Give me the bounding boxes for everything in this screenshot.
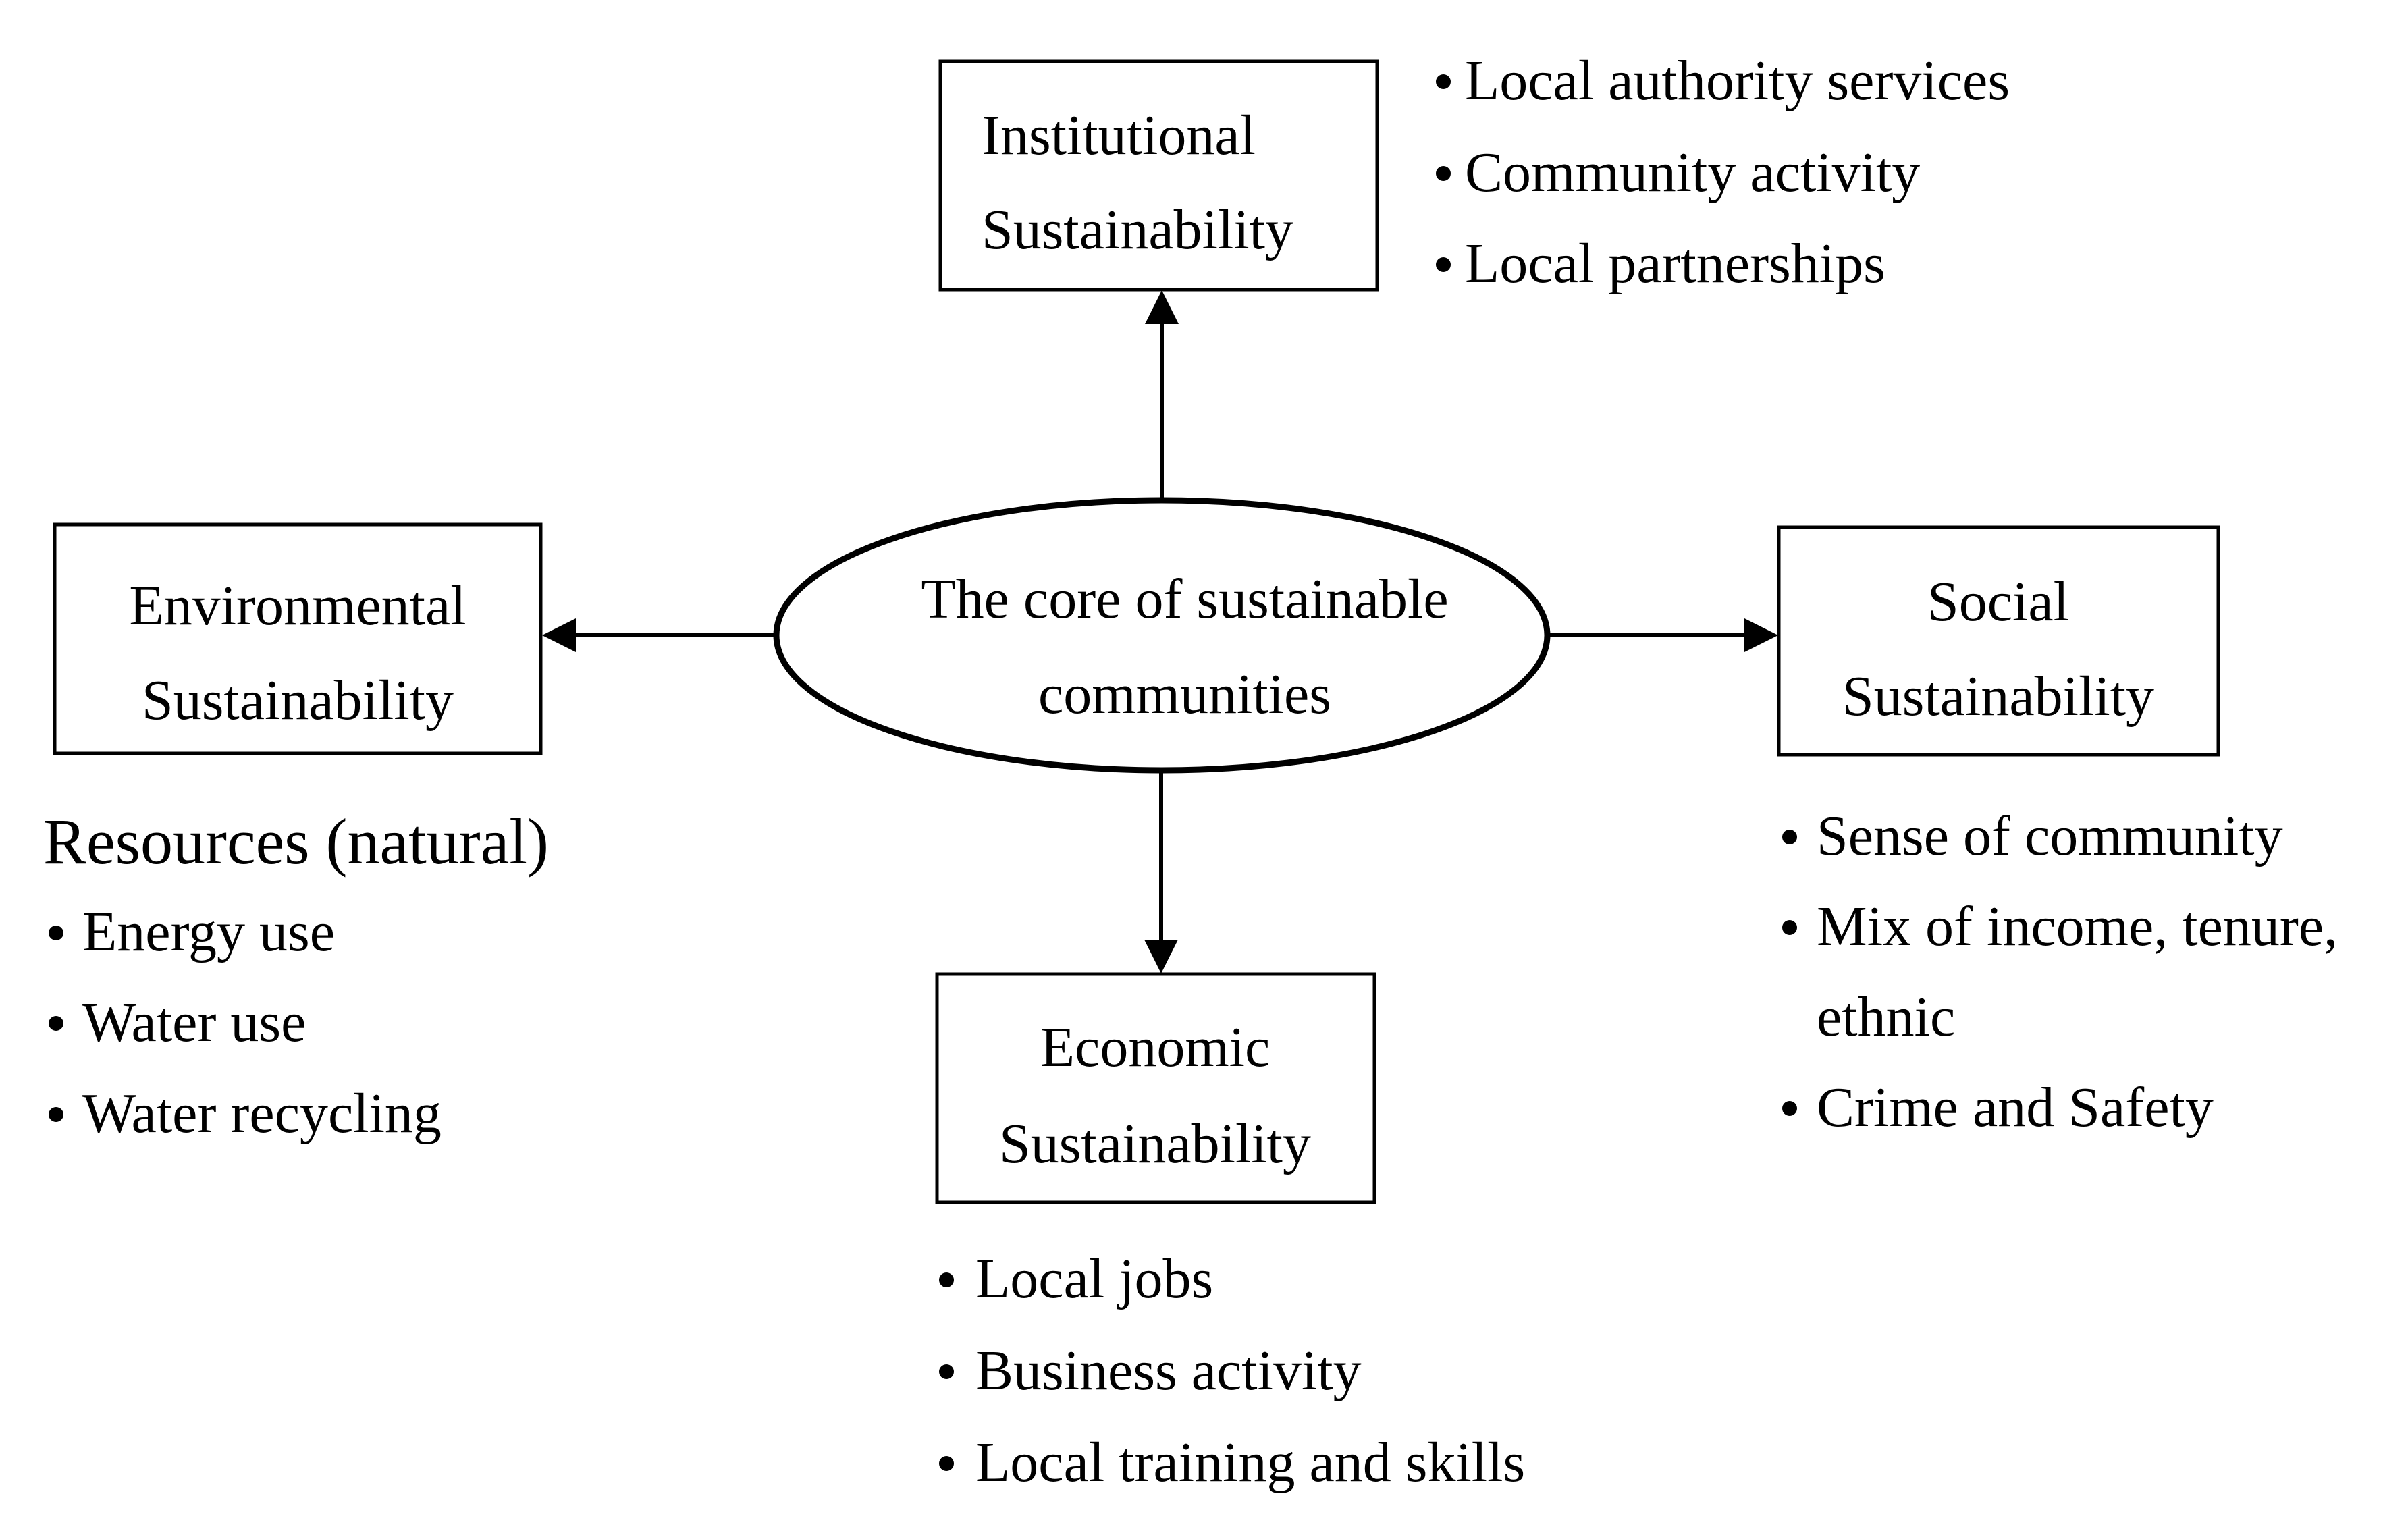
environmental-title-line2: Sustainability bbox=[142, 669, 454, 732]
environmental-box bbox=[53, 522, 543, 755]
social-bullet: Sense of community bbox=[1817, 805, 2283, 867]
arrowhead-left-icon bbox=[542, 618, 576, 652]
bullet-icon bbox=[1782, 830, 1797, 844]
institutional-bullet-list: Local authority services Community activ… bbox=[1436, 49, 2010, 295]
environmental-bullet-list: Resources (natural) Energy use Water use… bbox=[43, 805, 549, 1145]
institutional-node: Institutional Sustainability bbox=[938, 59, 1379, 292]
environmental-bullet: Water use bbox=[82, 991, 306, 1054]
institutional-bullet: Local partnerships bbox=[1465, 232, 1885, 295]
environmental-title-line1: Environmental bbox=[129, 574, 466, 637]
connectors bbox=[542, 290, 1778, 973]
economic-bullet: Local jobs bbox=[975, 1248, 1213, 1310]
bullet-icon bbox=[49, 1016, 63, 1031]
environmental-heading: Resources (natural) bbox=[43, 805, 549, 878]
social-box bbox=[1777, 525, 2220, 757]
arrowhead-down-icon bbox=[1144, 940, 1178, 973]
economic-title-line2: Sustainability bbox=[999, 1112, 1311, 1175]
bullet-icon bbox=[1436, 257, 1451, 272]
institutional-bullet: Local authority services bbox=[1465, 49, 2010, 112]
economic-title-line1: Economic bbox=[1040, 1016, 1270, 1079]
bullet-icon bbox=[49, 926, 63, 940]
social-title-line2: Sustainability bbox=[1842, 665, 2154, 728]
economic-node: Economic Sustainability bbox=[935, 972, 1376, 1204]
core-label-line2: communities bbox=[1038, 663, 1331, 726]
institutional-box bbox=[938, 59, 1379, 292]
core-label-line1: The core of sustainable bbox=[921, 568, 1448, 631]
bullet-icon bbox=[49, 1107, 63, 1122]
bullet-icon bbox=[939, 1364, 954, 1379]
bullet-icon bbox=[1436, 166, 1451, 181]
environmental-node: Environmental Sustainability bbox=[53, 522, 543, 755]
institutional-title-line2: Sustainability bbox=[982, 198, 1293, 261]
bullet-icon bbox=[939, 1456, 954, 1471]
economic-box bbox=[935, 972, 1376, 1204]
institutional-title-line1: Institutional bbox=[982, 104, 1256, 167]
core-ellipse bbox=[773, 497, 1551, 774]
institutional-bullet: Community activity bbox=[1465, 141, 1920, 204]
bullet-icon bbox=[939, 1272, 954, 1287]
economic-bullet: Local training and skills bbox=[975, 1431, 1525, 1494]
environmental-bullet: Water recycling bbox=[82, 1082, 442, 1145]
bullet-icon bbox=[1782, 1101, 1797, 1116]
bullet-icon bbox=[1436, 74, 1451, 89]
social-bullet-continuation: ethnic bbox=[1817, 986, 1955, 1048]
social-bullet: Mix of income, tenure, bbox=[1817, 895, 2338, 958]
economic-bullet-list: Local jobs Business activity Local train… bbox=[939, 1248, 1525, 1494]
social-node: Social Sustainability bbox=[1777, 525, 2220, 757]
core-node: The core of sustainable communities bbox=[773, 497, 1551, 774]
social-title-line1: Social bbox=[1927, 570, 2069, 633]
social-bullet: Crime and Safety bbox=[1817, 1076, 2214, 1139]
arrowhead-right-icon bbox=[1744, 618, 1778, 652]
environmental-bullet: Energy use bbox=[82, 901, 335, 963]
social-bullet-list: Sense of community Mix of income, tenure… bbox=[1782, 805, 2338, 1139]
economic-bullet: Business activity bbox=[975, 1339, 1362, 1402]
arrowhead-up-icon bbox=[1145, 290, 1179, 324]
bullet-icon bbox=[1782, 920, 1797, 935]
